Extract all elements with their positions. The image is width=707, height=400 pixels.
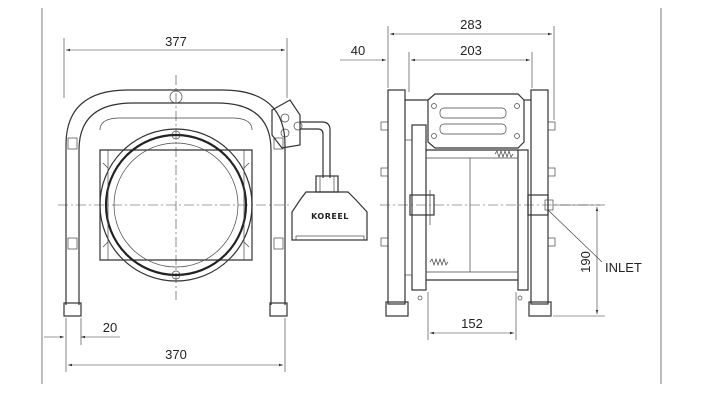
side-foot-right xyxy=(528,301,552,317)
drawing-border xyxy=(41,8,662,384)
swivel-arm-assembly xyxy=(271,99,331,178)
drum-bolt xyxy=(171,130,181,140)
dim-370-label: 370 xyxy=(165,347,187,362)
hoop-bolt xyxy=(273,237,284,250)
side-view xyxy=(380,89,600,317)
spring-top xyxy=(494,149,514,159)
roller-guide xyxy=(291,175,368,241)
top-bolt xyxy=(169,90,183,104)
dim-152-label: 152 xyxy=(461,316,483,331)
drum-flange-left xyxy=(411,124,427,291)
hoop-bolt xyxy=(67,137,78,150)
spring-bottom xyxy=(429,257,449,267)
front-view: KOREEL xyxy=(58,75,368,317)
inlet-label: INLET xyxy=(605,260,642,275)
drum xyxy=(99,128,253,282)
drum-flange-right xyxy=(517,149,529,291)
side-frame-left xyxy=(387,89,406,305)
hub-left xyxy=(409,194,435,216)
side-dimensions xyxy=(340,26,605,340)
dim-283-label: 283 xyxy=(460,17,482,32)
frame-hoop xyxy=(65,89,286,305)
dim-190-label: 190 xyxy=(578,251,593,273)
inlet-leader xyxy=(547,209,603,263)
drum-body xyxy=(426,149,518,281)
dim-20-label: 20 xyxy=(103,320,117,335)
dim-203-label: 203 xyxy=(460,43,482,58)
front-dimensions xyxy=(44,38,288,372)
hoop-bolt xyxy=(273,137,284,150)
side-frame-right xyxy=(530,89,549,305)
brand-logo: KOREEL xyxy=(311,212,349,221)
front-foot-right xyxy=(269,302,288,317)
drum-bolt xyxy=(171,270,181,280)
dim-40-label: 40 xyxy=(351,43,365,58)
inlet-swivel xyxy=(527,194,549,216)
top-bracket xyxy=(405,93,531,149)
hoop-bolt xyxy=(67,237,78,250)
front-foot-left xyxy=(63,302,82,317)
dim-377-label: 377 xyxy=(165,34,187,49)
side-foot-left xyxy=(385,301,409,317)
